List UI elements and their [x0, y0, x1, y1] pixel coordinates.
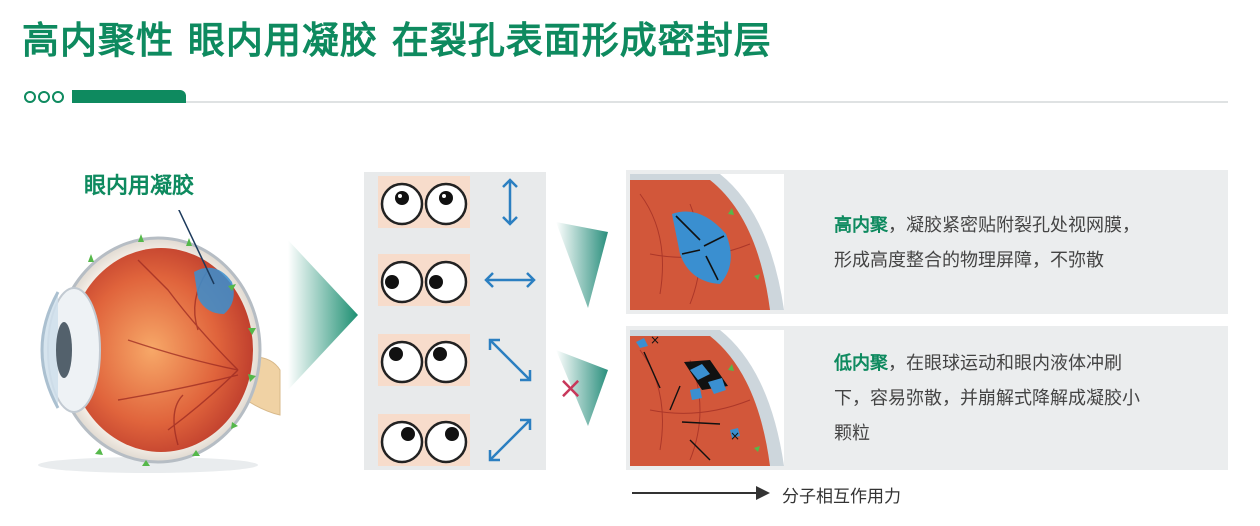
arrow-vertical-icon	[502, 178, 518, 226]
svg-text:×: ×	[650, 333, 660, 347]
transition-arrow-icon	[288, 240, 358, 390]
low-cohesion-line1: 低内聚，在眼球运动和眼内液体冲刷	[834, 353, 1122, 374]
eyes-looking-up	[378, 176, 470, 228]
pointer-to-low-icon	[556, 350, 608, 426]
legend: 分子相互作用力	[632, 482, 952, 507]
eye-gel-label: 眼内用凝胶	[84, 174, 195, 199]
title-divider	[24, 90, 1228, 103]
page-title: 高内聚性 眼内用凝胶 在裂孔表面形成密封层	[22, 19, 772, 62]
decor-dot	[24, 91, 36, 103]
arrow-diagonal-down-icon	[488, 338, 532, 382]
low-cohesion-line2: 下，容易弥散，并崩解式降解成凝胶小	[834, 388, 1140, 409]
iris	[56, 322, 72, 378]
reject-x-icon: ×	[558, 371, 584, 406]
cornea	[40, 291, 60, 409]
high-cohesion-line2: 形成高度整合的物理屏障，不弥散	[834, 250, 1104, 271]
low-cohesion-description: 低内聚，在眼球运动和眼内液体冲刷 下，容易弥散，并崩解式降解成凝胶小 颗粒	[834, 346, 1140, 451]
legend-arrowhead-icon	[756, 486, 770, 500]
gel-patch-icon	[194, 267, 234, 314]
decor-bar	[72, 90, 186, 103]
gel-fragment-icon	[708, 378, 726, 394]
eyes-looking-up-left	[378, 334, 470, 386]
eyes-looking-left	[378, 254, 470, 306]
arrow-horizontal-icon	[484, 272, 536, 288]
high-cohesion-line1: 高内聚，凝胶紧密贴附裂孔处视网膜，	[834, 215, 1140, 236]
gel-fragment-icon	[730, 428, 740, 438]
high-cohesion-card: 高内聚，凝胶紧密贴附裂孔处视网膜， 形成高度整合的物理屏障，不弥散	[626, 170, 1228, 314]
eyes-looking-up-right	[378, 414, 470, 466]
low-cohesion-heading: 低内聚	[834, 353, 888, 374]
eye-movement-panel	[364, 172, 546, 470]
gel-fragment-icon	[636, 338, 648, 348]
pointer-to-high-icon	[556, 222, 608, 308]
low-cohesion-line3: 颗粒	[834, 423, 870, 444]
high-cohesion-closeup	[630, 174, 784, 310]
legend-label: 分子相互作用力	[782, 487, 901, 507]
high-cohesion-heading: 高内聚	[834, 215, 888, 236]
legend-arrow-icon	[632, 492, 758, 494]
decor-dot	[38, 91, 50, 103]
gel-seal-icon	[672, 211, 731, 284]
high-cohesion-description: 高内聚，凝胶紧密贴附裂孔处视网膜， 形成高度整合的物理屏障，不弥散	[834, 208, 1140, 278]
decor-dot	[52, 91, 64, 103]
gel-fragment-icon	[690, 364, 710, 380]
eyeball-illustration	[38, 210, 281, 473]
low-cohesion-card: × × 低内聚，在眼球运动和眼内液体冲刷 下，容易弥散，并崩解式降解成凝胶小 颗…	[626, 326, 1228, 470]
low-cohesion-closeup: × ×	[630, 330, 784, 466]
svg-text:×: ×	[730, 429, 740, 443]
gel-fragment-icon	[690, 388, 702, 400]
arrow-diagonal-up-icon	[488, 418, 532, 462]
